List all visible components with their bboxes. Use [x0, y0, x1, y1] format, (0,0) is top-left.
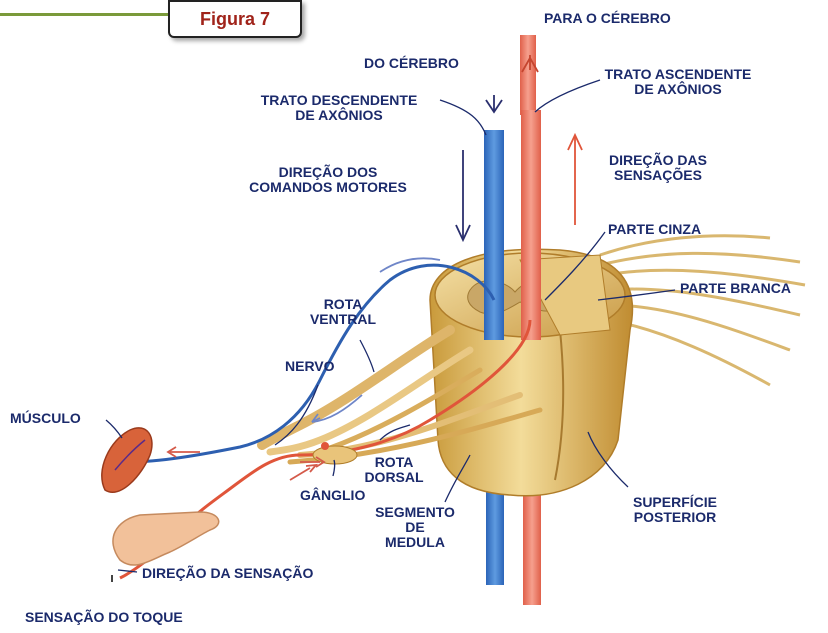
label-white-matter: PARTE BRANCA: [680, 280, 791, 296]
direction-arrows: [166, 55, 583, 481]
label-muscle: MÚSCULO: [10, 410, 81, 426]
muscle-shape: [101, 427, 153, 493]
descending-tract-line2: DE AXÔNIOS: [295, 107, 383, 123]
figure-accent-line: [0, 13, 170, 16]
segment-line2: DE: [405, 519, 425, 535]
sensation-direction-line2: SENSAÇÕES: [614, 167, 702, 183]
descending-tract-line1: TRATO DESCENDENTE: [260, 92, 418, 108]
ascending-tract-line1: TRATO ASCENDENTE: [604, 66, 752, 82]
posterior-line1: SUPERFÍCIE: [632, 494, 717, 510]
label-ventral-route: ROTA VENTRAL: [298, 297, 388, 327]
label-sensation-direction: DIREÇÃO DAS SENSAÇÕES: [598, 153, 718, 183]
label-ganglion: GÂNGLIO: [300, 487, 366, 503]
label-ascending-tract: TRATO ASCENDENTE DE AXÔNIOS: [600, 67, 756, 97]
label-cord-segment: SEGMENTO DE MEDULA: [363, 505, 467, 550]
label-motor-direction: DIREÇÃO DOS COMANDOS MOTORES: [228, 165, 428, 195]
label-gray-matter: PARTE CINZA: [608, 221, 702, 237]
label-dorsal-route: ROTA DORSAL: [354, 455, 434, 485]
ventral-route-line2: VENTRAL: [309, 311, 377, 327]
leader-lines: [105, 79, 676, 573]
label-from-brain: DO CÉREBRO: [364, 55, 459, 71]
segment-line1: SEGMENTO: [375, 504, 455, 520]
motor-direction-line2: COMANDOS MOTORES: [249, 179, 407, 195]
upper-tracts: [484, 35, 541, 340]
motor-direction-line1: DIREÇÃO DOS: [278, 164, 378, 180]
hand-shape: [112, 511, 220, 566]
ascending-tract-line2: DE AXÔNIOS: [634, 81, 722, 97]
ganglion-cell: [321, 442, 329, 450]
label-touch-direction: DIREÇÃO DA SENSAÇÃO: [142, 565, 314, 581]
ventral-route-line1: ROTA: [323, 296, 363, 312]
dorsal-route-line1: ROTA: [374, 454, 414, 470]
figure-label: Figura 7: [168, 0, 302, 38]
dorsal-route-line2: DORSAL: [364, 469, 424, 485]
motor-axon: [127, 263, 496, 464]
label-posterior-surface: SUPERFÍCIE POSTERIOR: [618, 495, 732, 525]
label-to-brain: PARA O CÉREBRO: [544, 10, 671, 26]
label-nerve: NERVO: [285, 358, 335, 374]
label-descending-tract: TRATO DESCENDENTE DE AXÔNIOS: [232, 93, 446, 123]
segment-line3: MEDULA: [385, 534, 445, 550]
label-touch-sensation: SENSAÇÃO DO TOQUE: [25, 609, 183, 625]
posterior-line2: POSTERIOR: [633, 509, 717, 525]
sensation-direction-line1: DIREÇÃO DAS: [608, 152, 707, 168]
